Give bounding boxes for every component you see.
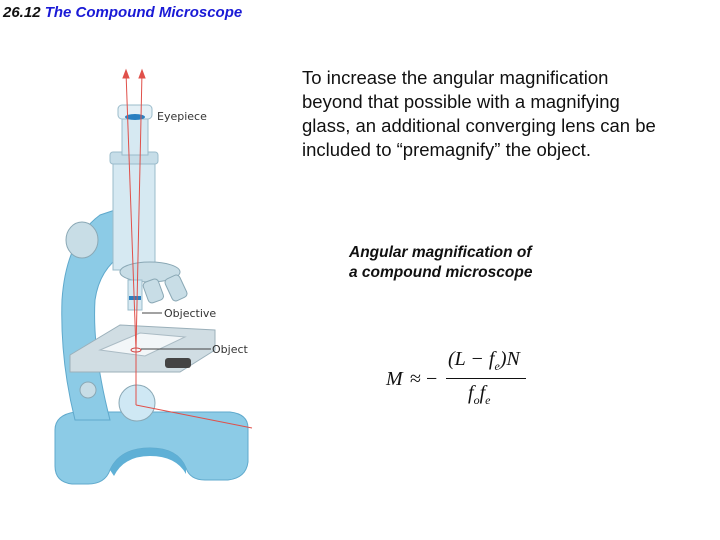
numerator-text: (L − f <box>448 348 495 370</box>
focus-knob <box>65 221 99 259</box>
description-text: To increase the angular magnification be… <box>302 67 656 160</box>
body-tube <box>112 159 156 271</box>
screw-icon <box>79 381 97 399</box>
formula-lhs: M <box>386 368 403 390</box>
caption-line-1: Angular magnification of <box>349 244 532 261</box>
caption-line-2: a compound microscope <box>349 264 533 281</box>
slide-title: 26.12 The Compound Microscope <box>3 4 242 21</box>
numerator-subscript: e <box>494 359 500 373</box>
microscope-base <box>54 411 249 485</box>
formula-relation: ≈ − <box>410 368 438 390</box>
stage-knob <box>165 358 191 368</box>
denominator-f1: f <box>468 382 474 404</box>
denominator-sub1: o <box>473 393 480 407</box>
formula-denominator: fofe <box>468 382 490 408</box>
mirror <box>118 384 156 422</box>
fraction-bar <box>446 378 526 379</box>
denominator-sub2: e <box>485 393 491 407</box>
magnification-formula: M ≈ − (L − fe)N fofe <box>380 342 540 412</box>
eyepiece-lens <box>125 114 145 120</box>
numerator-tail: )N <box>499 348 520 370</box>
formula-numerator: (L − fe)N <box>448 348 520 374</box>
microscope-illustration: Eyepiece Objective Object <box>54 68 253 485</box>
eyepiece-tube <box>121 114 149 156</box>
objective-lens <box>127 279 143 311</box>
label-objective: Objective <box>164 307 216 320</box>
label-eyepiece: Eyepiece <box>157 110 207 123</box>
section-title: The Compound Microscope <box>44 4 243 21</box>
label-object: Object <box>212 343 249 356</box>
light-rays <box>122 68 253 429</box>
formula-caption: Angular magnification of a compound micr… <box>349 243 532 283</box>
denominator-f2: f <box>479 382 486 404</box>
section-number: 26.12 <box>3 4 41 21</box>
